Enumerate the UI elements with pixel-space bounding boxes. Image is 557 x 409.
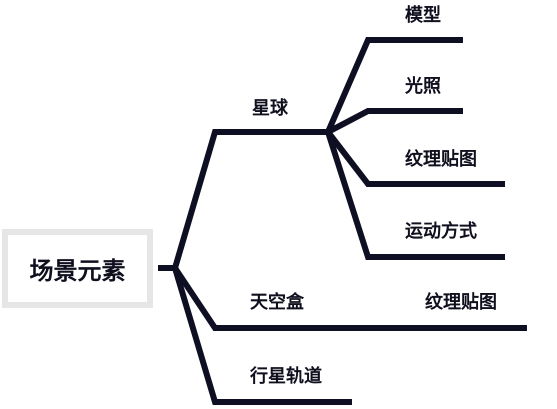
leaf-label-lighting: 光照 [405,76,441,97]
branch-label-planet: 星球 [252,98,288,119]
connector-orbit [172,267,352,405]
leaf-label-motion: 运动方式 [405,221,477,242]
connector-texture-planet [325,130,505,187]
root-node: 场景元素 [2,229,153,308]
connector-motion [325,131,505,260]
connector-planet [172,129,330,269]
branch-label-orbit: 行星轨道 [250,366,322,387]
connector-skybox [172,266,527,331]
root-label: 场景元素 [29,257,126,285]
connector-lighting [326,108,463,135]
leaf-label-model: 模型 [405,5,441,26]
leaf-label-texture-skybox: 纹理贴图 [425,292,497,313]
leaf-label-texture-planet: 纹理贴图 [405,149,477,170]
branch-label-skybox: 天空盒 [250,292,304,313]
connector-model [325,37,463,134]
